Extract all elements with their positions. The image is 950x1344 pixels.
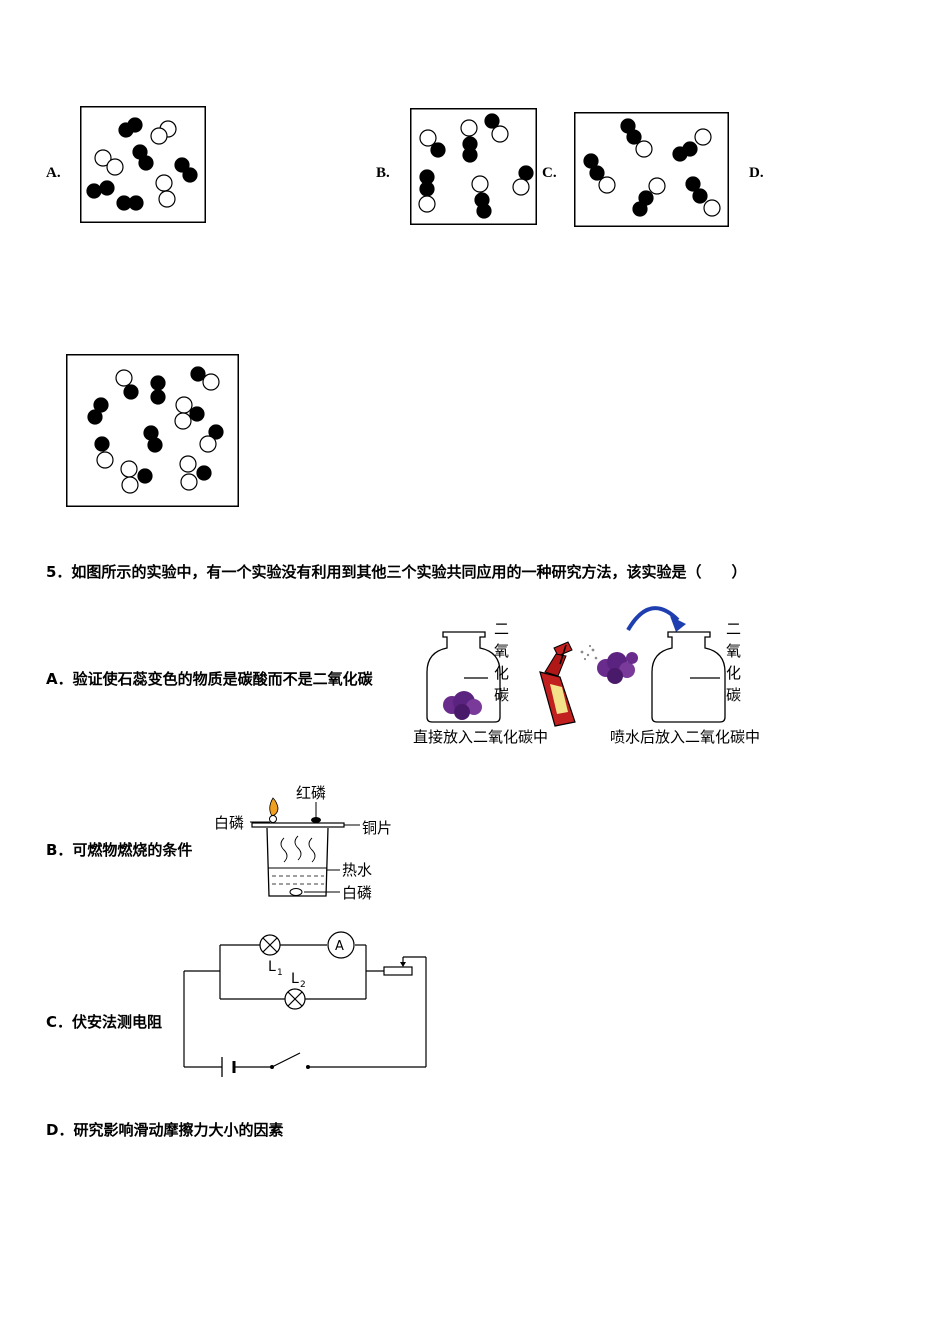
right-gas-char-4: 碳 (726, 686, 741, 704)
flame-icon (269, 797, 279, 817)
right-gas-char-2: 氧 (726, 642, 741, 660)
molecule-diagram-b (410, 108, 537, 225)
right-gas-char-1: 二 (726, 620, 741, 638)
spray-mist (580, 644, 598, 661)
beaker (266, 827, 329, 897)
combustion-experiment-figure: 红磷 白磷 铜片 热水 白磷 (214, 784, 392, 902)
curved-arrow-icon (626, 606, 680, 632)
left-gas-char-3: 化 (494, 664, 509, 682)
copper-plate (251, 822, 345, 828)
l1-label: L (268, 959, 276, 975)
right-gas-char-3: 化 (726, 664, 741, 682)
left-gas-char-4: 碳 (494, 686, 509, 704)
white-phosphorus-bottom-label: 白磷 (342, 884, 372, 902)
l1-subscript: 1 (277, 968, 283, 978)
right-gas-jar (651, 631, 726, 723)
co2-litmus-experiment-figure: 二 氧 化 碳 二 氧 化 碳 直接放入二氧化碳中 喷水后放入二氧化碳中 (413, 606, 760, 746)
ammeter-icon (327, 931, 355, 959)
l2-subscript: 2 (300, 980, 306, 990)
q5-option-d-text: D．研究影响滑动摩擦力大小的因素 (46, 1121, 284, 1139)
copper-plate-label: 铜片 (362, 819, 392, 837)
sprayed-flower-icon (597, 652, 638, 684)
circuit-diagram-figure: A L 1 L 2 (183, 931, 427, 1077)
molecule-diagram-a (80, 106, 206, 223)
q5-option-a-text: A．验证使石蕊变色的物质是碳酸而不是二氧化碳 (46, 670, 373, 688)
option-b-label: B. (376, 165, 390, 181)
option-d-label: D. (749, 165, 764, 181)
spray-bottle-icon (539, 641, 576, 727)
left-gas-char-1: 二 (494, 620, 509, 638)
q5-option-b-text: B．可燃物燃烧的条件 (46, 841, 193, 859)
caption-direct: 直接放入二氧化碳中 (413, 728, 548, 746)
question-5-stem: 5．如图所示的实验中，有一个实验没有利用到其他三个实验共同应用的一种研究方法，该… (46, 563, 747, 581)
white-phosphorus-top-label: 白磷 (214, 814, 244, 832)
left-flower-icon (443, 691, 482, 720)
rheostat-icon (383, 966, 413, 976)
lamp-l1-icon (259, 934, 281, 956)
molecule-diagram-c (574, 112, 729, 227)
q5-option-c-text: C．伏安法测电阻 (46, 1013, 163, 1031)
left-gas-jar (426, 631, 501, 723)
lamp-l2-icon (284, 988, 306, 1010)
ammeter-label: A (335, 939, 344, 954)
l2-label: L (291, 971, 299, 987)
hot-water-label: 热水 (342, 861, 372, 879)
caption-after-spray: 喷水后放入二氧化碳中 (610, 728, 760, 746)
option-c-label: C. (542, 165, 557, 181)
left-gas-char-2: 氧 (494, 642, 509, 660)
option-a-label: A. (46, 165, 61, 181)
switch-icon (271, 1052, 301, 1068)
red-phosphorus-label: 红磷 (296, 784, 326, 802)
molecule-diagram-d (66, 354, 239, 507)
